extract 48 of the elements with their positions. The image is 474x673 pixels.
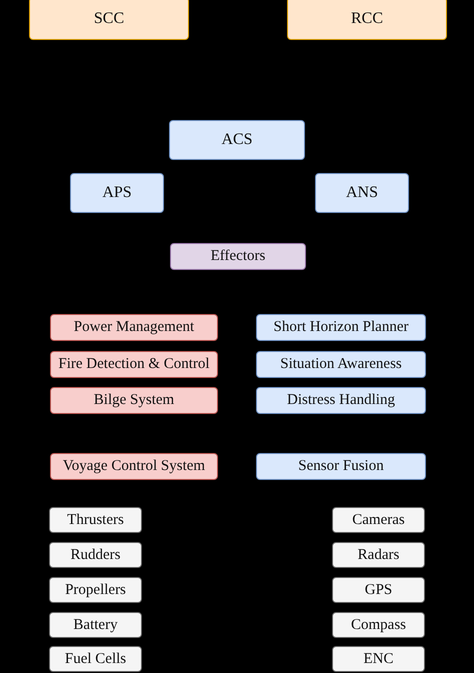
- box-label: Battery: [73, 616, 118, 634]
- box-label: Radars: [358, 546, 400, 564]
- box-label: SCC: [94, 10, 124, 28]
- box-label: ENC: [364, 650, 394, 668]
- process-box: [50, 314, 218, 341]
- process-box: [50, 387, 218, 414]
- process-box: [256, 314, 426, 341]
- box-label: GPS: [364, 582, 392, 598]
- box-label: Power Management: [74, 319, 194, 336]
- box-label: Bilge System: [94, 392, 174, 409]
- box-label: Fire Detection & Control: [58, 356, 210, 373]
- box-label: Propellers: [65, 582, 126, 598]
- process-box: [49, 612, 142, 638]
- box-label: Distress Handling: [287, 392, 395, 409]
- process-box: [315, 173, 409, 213]
- box-label: ANS: [346, 184, 378, 202]
- box-label: Short Horizon Planner: [274, 319, 408, 336]
- process-box: [49, 542, 142, 568]
- process-box: [332, 646, 425, 672]
- box-label: Fuel Cells: [64, 650, 126, 668]
- box-label: Thrusters: [67, 512, 124, 528]
- process-box: [256, 453, 426, 480]
- process-box: [29, 0, 189, 40]
- process-box: [332, 542, 425, 568]
- process-box: [50, 351, 218, 378]
- process-box: [332, 507, 425, 533]
- box-label: APS: [102, 184, 132, 202]
- process-box: [332, 612, 425, 638]
- box-label: Voyage Control System: [62, 458, 206, 475]
- process-box: [256, 351, 426, 378]
- box-label: Cameras: [352, 512, 405, 528]
- box-label: Sensor Fusion: [298, 458, 384, 475]
- box-label: Effectors: [210, 248, 266, 265]
- process-box: [287, 0, 447, 40]
- process-box: [50, 453, 218, 480]
- box-label: Situation Awareness: [280, 356, 402, 373]
- process-box: [49, 646, 142, 672]
- process-box: [332, 577, 425, 603]
- process-box: [49, 577, 142, 603]
- box-label: Rudders: [70, 546, 120, 564]
- process-box: [170, 243, 306, 270]
- process-box: [70, 173, 164, 213]
- process-box: [169, 120, 305, 160]
- box-label: RCC: [350, 10, 383, 28]
- box-label: Compass: [350, 616, 406, 634]
- box-label: ACS: [221, 131, 253, 149]
- process-box: [256, 387, 426, 414]
- process-box: [49, 507, 142, 533]
